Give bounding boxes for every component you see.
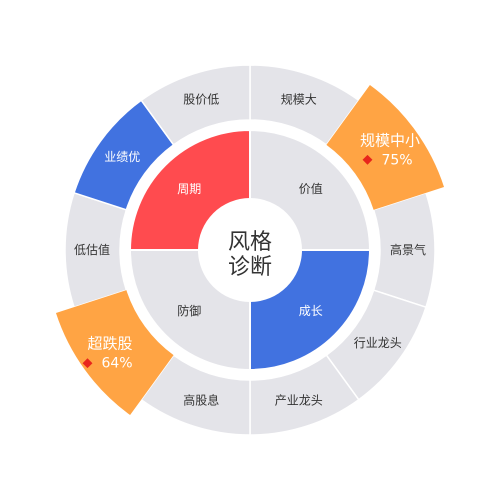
outer-segment-label: 高景气 [390,242,426,257]
highlight-segment-label: 规模中小 [360,131,420,149]
outer-segment-label: 高股息 [183,392,219,407]
highlight-segments: 规模中小 75% 超跌股 64% [55,84,445,416]
inner-quadrant-label: 成长 [299,304,323,318]
outer-segment-label: 股价低 [183,93,219,107]
outer-segment [140,64,251,146]
outer-segment [249,64,360,146]
center-title-line1: 风格 [228,230,272,255]
diamond-icon [362,154,373,165]
outer-segment-label: 规模大 [281,92,317,107]
highlight-segment-value: 64% [101,356,132,372]
outer-segment-label: 低估值 [74,242,110,257]
outer-segment [140,354,251,436]
highlight-segment [55,290,174,416]
highlight-segment-value: 75% [381,152,412,168]
highlight-segment-label: 超跌股 [87,335,132,353]
center-circle [198,198,302,302]
outer-segment-label: 业绩优 [104,150,140,164]
center-title-line2: 诊断 [228,255,272,280]
highlight-segment [326,84,445,210]
outer-segment-label: 行业龙头 [354,336,402,350]
center-hub: 风格 诊断 [198,198,302,302]
outer-segment-label: 产业龙头 [275,393,323,407]
inner-quadrant-label: 防御 [177,303,201,318]
inner-quadrant-label: 周期 [177,182,201,196]
inner-quadrant-label: 价值 [299,181,323,196]
